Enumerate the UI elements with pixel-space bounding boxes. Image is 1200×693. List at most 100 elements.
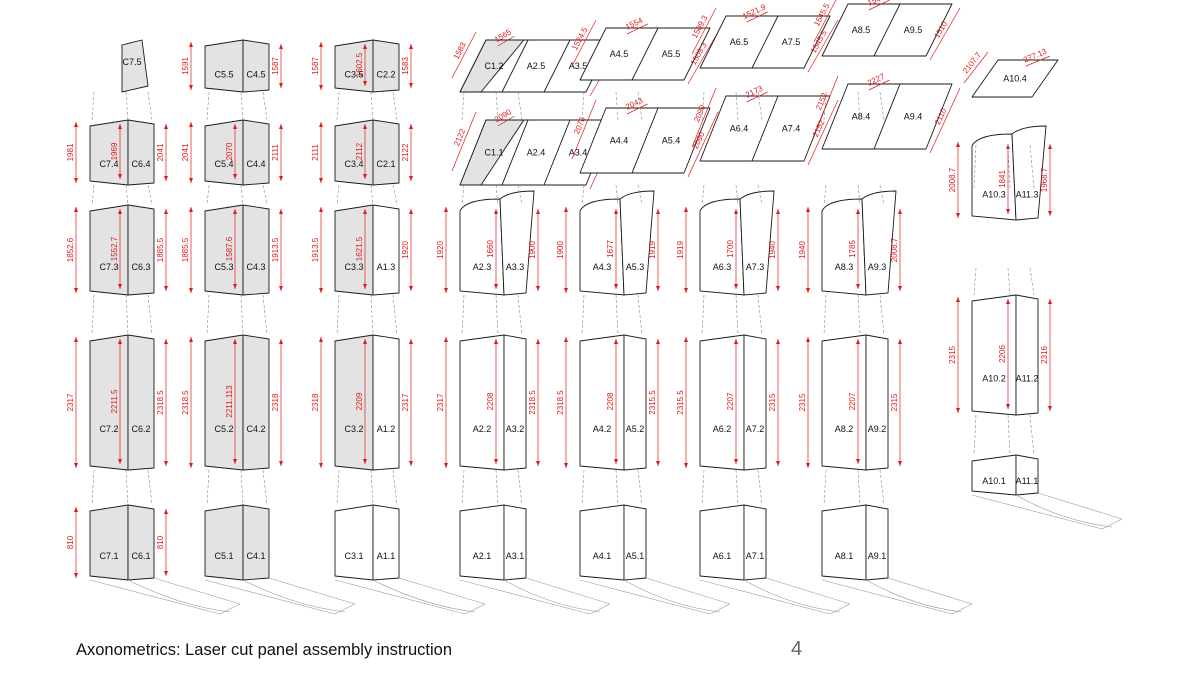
guide-line [125,469,129,506]
dim-a-line [691,87,717,148]
dim-mid-arrow-bottom [363,81,367,86]
dim-mid-arrow-bottom [734,459,738,464]
panel-face-right [127,204,155,296]
dim-right-arrow-top [656,209,660,214]
guide-line [879,294,885,336]
guide-line [735,294,739,336]
panel-label: C6.4 [131,159,150,169]
panel-label: A2.2 [473,424,492,434]
dim-right-label: 1885.5 [156,237,165,262]
panel-label: C6.3 [131,262,150,272]
dim-right-label: 1583 [401,57,410,75]
dim-b-line [746,91,768,103]
dim-mid-arrow-bottom [363,174,367,179]
guide-line [336,184,340,206]
shadow-line [951,603,973,615]
dim-right-label: 1913.5 [271,237,280,262]
panel-c7-5: C7.5 [121,39,149,93]
dim-c-line [807,99,839,166]
panel-face-right [743,334,767,471]
guide-line [615,184,619,206]
shadow-line [219,603,241,615]
dim-right-label: 2317 [401,393,410,411]
dim-right-arrow-bottom [409,176,413,181]
panel-label: A5.2 [626,424,645,434]
panel-label: A7.5 [782,37,801,47]
guide-line [581,469,585,506]
dim-right-label: 2318.5 [156,390,165,415]
panel-face-left [459,504,505,581]
dim-mid-arrow-top [734,209,738,214]
panel-face-right [865,504,889,581]
dim-mid-arrow-bottom [118,284,122,289]
guide-line [1029,267,1035,296]
panel-shape [121,39,149,93]
dim-a-line [691,7,717,55]
guide-line [637,294,643,336]
panel-face-left [334,39,374,93]
guide-line [879,469,885,506]
guide-line [262,184,268,206]
dim-left-label: 1591 [181,57,190,75]
panel-seam [501,39,529,93]
dim-b-line [497,115,515,127]
panel-face-left [699,504,745,581]
panel-face-left [821,504,867,581]
panel-face-right [127,119,155,186]
dim-left-arrow-top [74,337,78,342]
panel-face-left [89,504,129,581]
dim-mid-label: 2211.5 [110,389,119,413]
panel-label: A6.2 [713,424,732,434]
dim-left-label: 2317 [66,393,75,411]
dim-left-label: 2111 [311,144,320,161]
guide-line [581,294,585,336]
panel-seam [873,3,901,57]
panel-label: A9.5 [904,25,923,35]
panel-shape-side [619,190,655,296]
guide-line [495,294,499,336]
dim-right-label: 2315 [768,393,777,411]
dim-mid-label: 2211.113 [225,385,234,418]
dim-mid-arrow-top [494,339,498,344]
dim-right-arrow-bottom [1048,406,1052,411]
dim-mid-arrow-top [614,209,618,214]
dim-right-arrow-top [164,124,168,129]
dim-right-arrow-bottom [279,83,283,88]
dim-mid-arrow-bottom [1006,209,1010,214]
shadow-line [127,579,231,613]
panel-label: A8.5 [852,25,871,35]
panel-shaded-part [459,39,525,93]
dim-left-arrow-bottom [74,573,78,578]
dim-mid-arrow-bottom [118,174,122,179]
dim-a-line [813,75,839,136]
panel-face-left [334,334,374,471]
guide-line [370,469,374,506]
guide-line [701,294,705,336]
guide-line [91,294,95,336]
panel-label: A9.4 [904,112,923,122]
dim-mid-arrow-top [856,339,860,344]
shadow-line [821,579,953,615]
panel-label: C1.2 [484,61,503,71]
panel-c1-1: C1.1A2.4A3.4212220902076 [451,107,621,190]
panel-face-right [865,334,889,471]
panel-face-left [334,204,374,296]
shadow-line [503,579,601,613]
shadow-line [1037,492,1123,520]
guide-line [461,294,465,336]
guide-line [973,267,977,296]
panel-face-left [204,39,244,93]
dim-b-line [868,79,890,91]
dim-left-arrow-bottom [684,288,688,293]
guide-line [823,294,827,336]
